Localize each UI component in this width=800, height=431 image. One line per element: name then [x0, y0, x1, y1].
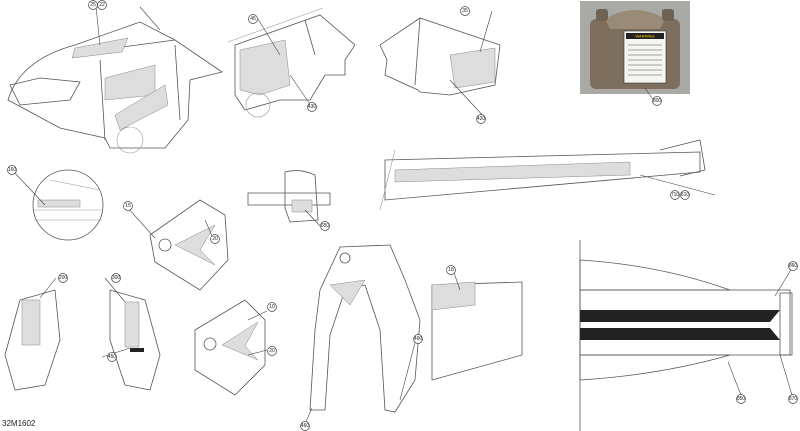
drawing-reference-number: 32M1602	[2, 419, 36, 428]
callout-430[interactable]: 430	[307, 102, 317, 112]
svg-text:870: 870	[789, 396, 798, 402]
callout-20-lower[interactable]: 20	[267, 346, 277, 356]
callout-650[interactable]: 650	[320, 221, 330, 231]
callout-160[interactable]: 160	[7, 165, 17, 175]
svg-text:430: 430	[308, 104, 317, 110]
callout-45[interactable]: 45	[248, 14, 258, 24]
svg-text:20: 20	[212, 236, 218, 242]
svg-text:35: 35	[462, 8, 468, 14]
svg-text:460: 460	[301, 423, 310, 429]
console-upper-drawing	[149, 199, 229, 291]
callout-18[interactable]: 18	[446, 265, 456, 275]
callout-610[interactable]: 610	[680, 190, 690, 200]
svg-text:45: 45	[250, 16, 256, 22]
callout-25[interactable]: 25	[88, 0, 98, 10]
latch-part-drawing	[247, 170, 331, 223]
svg-text:200: 200	[59, 275, 68, 281]
lower-side-panel-right-drawing	[109, 289, 161, 391]
callout-20-upper[interactable]: 20	[210, 234, 220, 244]
detail-circle-drawing	[32, 169, 104, 241]
console-lower-drawing	[194, 299, 266, 396]
side-panel-right-drawing	[379, 17, 501, 96]
svg-text:22: 22	[99, 2, 105, 8]
side-panel-left-drawing	[227, 7, 356, 118]
callout-850[interactable]: 850	[736, 394, 746, 404]
callout-300[interactable]: 300	[111, 273, 121, 283]
u-shaped-panel-drawing	[309, 244, 421, 413]
callout-710[interactable]: 710	[670, 190, 680, 200]
svg-text:800: 800	[653, 98, 662, 104]
tunnel-top-view-drawing	[579, 240, 793, 431]
tunnel-rail-drawing	[379, 139, 706, 211]
svg-text:18: 18	[448, 267, 454, 273]
callout-35[interactable]: 35	[460, 6, 470, 16]
callout-870[interactable]: 870	[788, 394, 798, 404]
callout-420[interactable]: 420	[476, 114, 486, 124]
svg-text:160: 160	[8, 167, 17, 173]
svg-text:850: 850	[737, 396, 746, 402]
svg-text:25: 25	[90, 2, 96, 8]
svg-text:450: 450	[108, 354, 117, 360]
callout-22[interactable]: 22	[97, 0, 107, 10]
callout-450[interactable]: 450	[107, 352, 117, 362]
lower-side-panel-left-drawing	[4, 289, 61, 391]
svg-text:300: 300	[112, 275, 121, 281]
callout-200[interactable]: 200	[58, 273, 68, 283]
callout-15[interactable]: 15	[123, 201, 133, 211]
svg-text:420: 420	[477, 116, 486, 122]
svg-text:710: 710	[671, 192, 680, 198]
callout-460-bottom[interactable]: 460	[300, 421, 310, 431]
svg-text:610: 610	[681, 192, 690, 198]
svg-text:650: 650	[321, 223, 330, 229]
svg-text:460: 460	[414, 336, 423, 342]
part-photo-drawing: WARNING	[590, 9, 680, 89]
warning-label-heading: WARNING	[635, 34, 654, 39]
callout-800[interactable]: 800	[652, 96, 662, 106]
svg-text:15: 15	[125, 203, 131, 209]
hood-drawing	[7, 21, 223, 154]
callout-860[interactable]: 860	[788, 261, 798, 271]
svg-text:10: 10	[269, 304, 275, 310]
callout-leaders	[12, 6, 793, 425]
decal-part-photo: WARNING	[580, 1, 690, 94]
footrest-panel-drawing	[431, 281, 523, 381]
callout-460-right[interactable]: 460	[413, 334, 423, 344]
callout-10[interactable]: 10	[267, 302, 277, 312]
svg-text:860: 860	[789, 263, 798, 269]
svg-text:20: 20	[269, 348, 275, 354]
